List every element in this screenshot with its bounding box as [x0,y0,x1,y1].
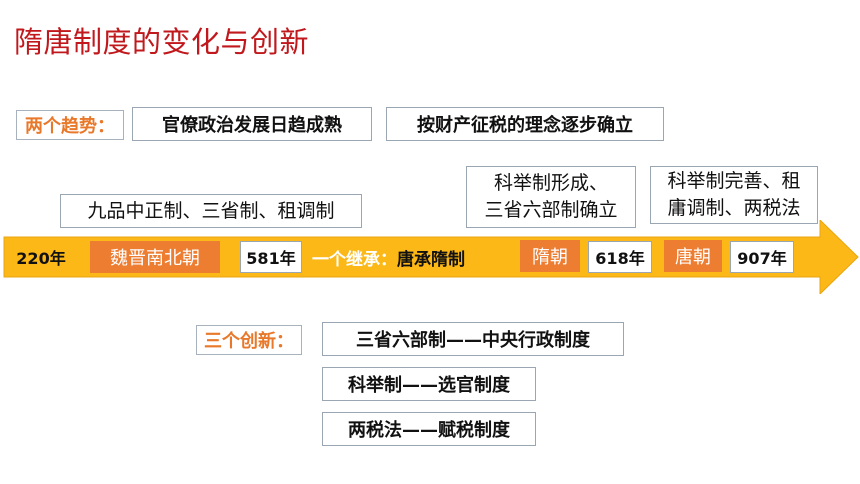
inheritance-label: 一个继承： [312,249,397,270]
note-sui-systems: 科举制形成、 三省六部制确立 [466,166,636,228]
period-wei-jin-nanbeichao: 魏晋南北朝 [90,241,220,273]
note-tang-line-1: 科举制完善、租 [667,170,801,192]
year-581: 581年 [240,241,302,273]
note-pre-sui-systems: 九品中正制、三省制、租调制 [60,194,362,228]
note-sui-line-2: 三省六部制确立 [484,199,618,221]
inheritance-note: 一个继承： 唐承隋制 [312,242,465,272]
note-sui-line-1: 科举制形成、 [493,172,608,194]
year-907: 907年 [730,241,794,273]
innovation-imperial-exam: 科举制——选官制度 [322,367,536,401]
timeline-arrow [3,220,859,294]
innovation-two-tax-law: 两税法——赋税制度 [322,412,536,446]
period-tang: 唐朝 [664,240,722,272]
inheritance-text: 唐承隋制 [397,249,465,270]
trend-item-bureaucracy: 官僚政治发展日趋成熟 [132,107,372,141]
year-618: 618年 [588,241,652,273]
note-pre-sui-text: 九品中正制、三省制、租调制 [87,199,335,222]
page-title: 隋唐制度的变化与创新 [14,25,310,59]
period-sui: 隋朝 [520,240,580,272]
year-220: 220年 [8,242,74,272]
note-tang-systems: 科举制完善、租 庸调制、两税法 [650,166,818,224]
innovations-label: 三个创新： [196,325,302,355]
trend-item-property-tax: 按财产征税的理念逐步确立 [386,107,664,141]
trends-label: 两个趋势： [16,110,124,140]
note-tang-line-2: 庸调制、两税法 [667,197,801,219]
innovation-three-departments: 三省六部制——中央行政制度 [322,322,624,356]
